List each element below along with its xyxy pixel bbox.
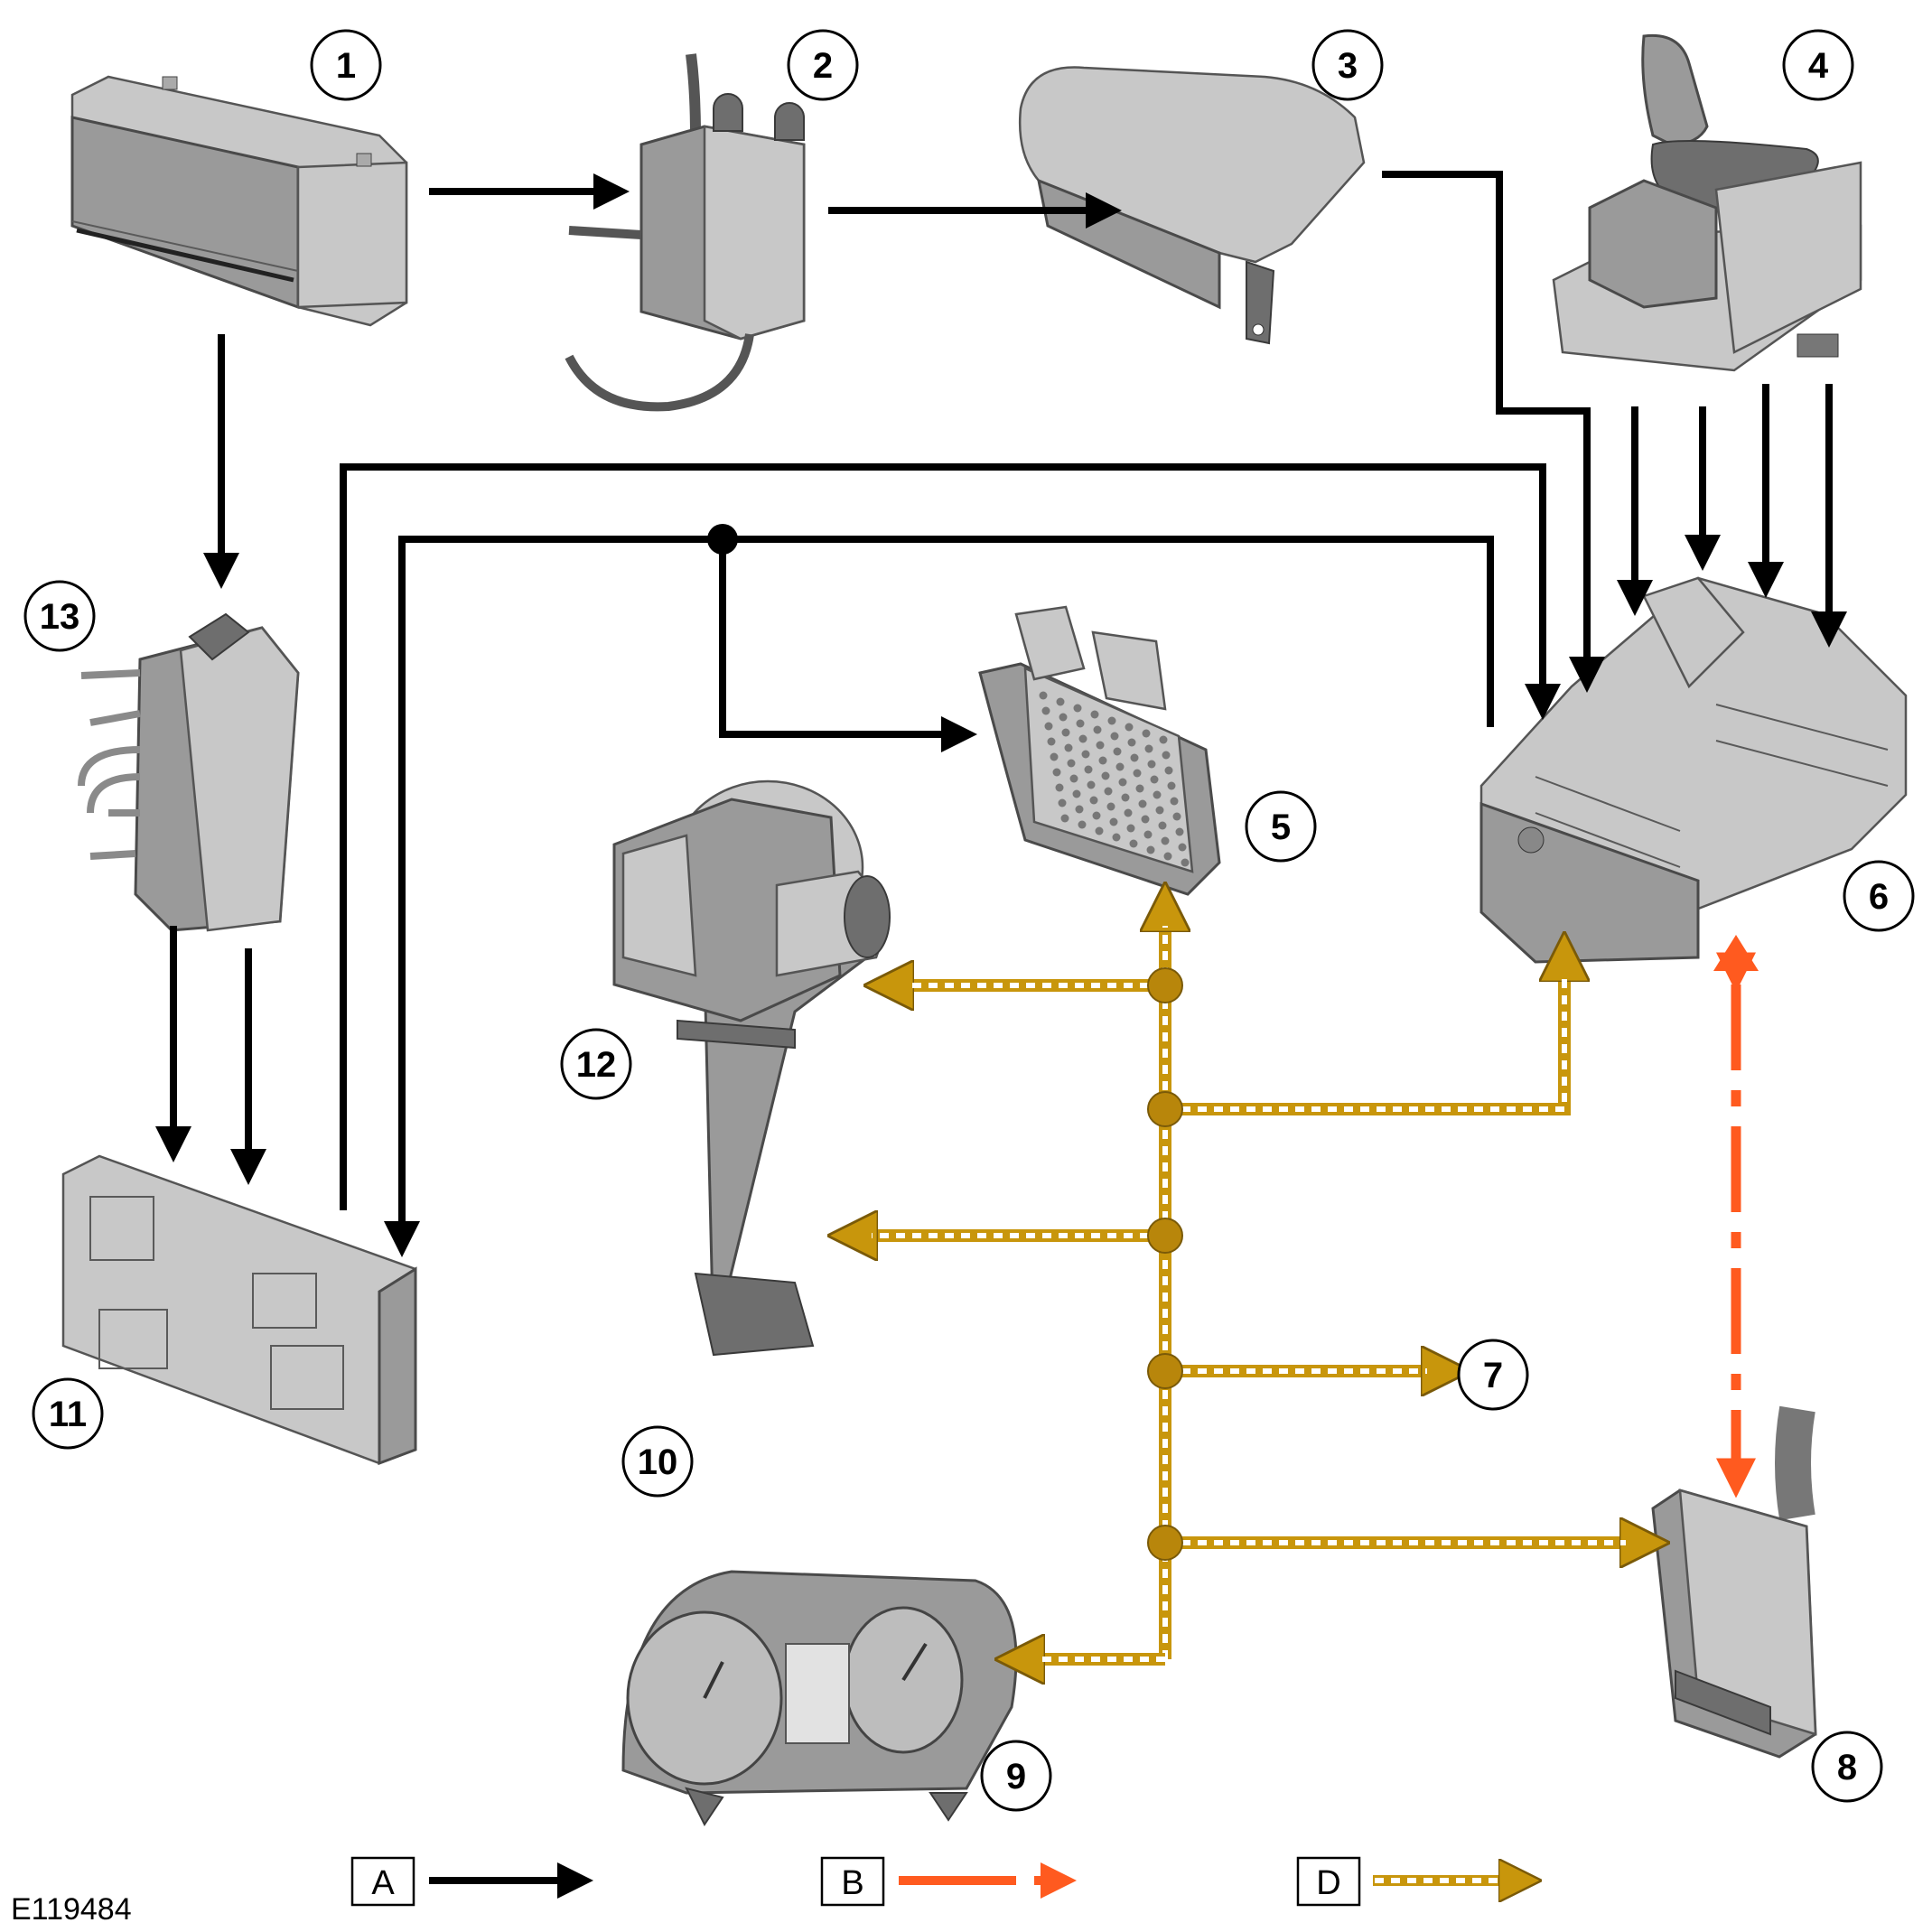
bus-node bbox=[1147, 1353, 1183, 1389]
callout-11: 11 bbox=[32, 1377, 104, 1450]
callout-circle bbox=[1457, 1339, 1529, 1411]
wire-6-to-11 bbox=[384, 536, 1494, 1257]
callout-10: 10 bbox=[621, 1425, 694, 1498]
link-6-to-8 bbox=[1713, 935, 1759, 1498]
callout-number: 3 bbox=[1338, 46, 1358, 86]
wire-junction-dot bbox=[707, 524, 738, 555]
bus-node bbox=[1147, 967, 1183, 1003]
gear-selector-icon bbox=[1552, 33, 1862, 372]
callout-number: 4 bbox=[1808, 46, 1829, 86]
callout-number: 8 bbox=[1837, 1748, 1857, 1787]
legend-key-box bbox=[350, 1856, 415, 1907]
callout-number: 10 bbox=[638, 1442, 678, 1482]
callout-circle bbox=[560, 1028, 632, 1100]
callout-number: 1 bbox=[336, 46, 356, 86]
callout-circle bbox=[980, 1740, 1052, 1812]
callout-circle bbox=[310, 29, 382, 101]
battery-icon bbox=[70, 75, 408, 327]
callout-8: 8 bbox=[1811, 1731, 1883, 1803]
callout-number: 11 bbox=[49, 1395, 87, 1434]
legend-key-box bbox=[820, 1856, 885, 1907]
fuse-relay-icon bbox=[565, 53, 806, 412]
callout-number: 9 bbox=[1006, 1757, 1026, 1797]
legend-item-d: D bbox=[1296, 1856, 1504, 1907]
control-module-icon bbox=[978, 605, 1221, 896]
callout-9: 9 bbox=[980, 1740, 1052, 1812]
callout-number: 7 bbox=[1483, 1356, 1503, 1395]
legend-key-label: A bbox=[371, 1864, 395, 1902]
callout-circle bbox=[1843, 860, 1915, 932]
callout-1: 1 bbox=[310, 29, 382, 101]
callout-circle bbox=[1245, 790, 1317, 863]
callout-number: 12 bbox=[576, 1045, 617, 1085]
legend-item-b: B bbox=[820, 1856, 1077, 1907]
reference-code: E119484 bbox=[11, 1892, 132, 1927]
callout-number: 2 bbox=[813, 46, 833, 86]
callout-6: 6 bbox=[1843, 860, 1915, 932]
callout-4: 4 bbox=[1782, 29, 1854, 101]
callout-number: 6 bbox=[1869, 877, 1889, 917]
link-6-to-8-arrow-up bbox=[1713, 935, 1759, 971]
callout-5: 5 bbox=[1245, 790, 1317, 863]
callout-13: 13 bbox=[23, 580, 96, 652]
callout-3: 3 bbox=[1311, 29, 1384, 101]
wire-11-to-6 bbox=[340, 463, 1561, 1210]
callout-circle bbox=[1811, 1731, 1883, 1803]
legend-key-label: D bbox=[1316, 1864, 1340, 1902]
legend-key-label: B bbox=[841, 1864, 863, 1902]
diagnostic-connector-icon bbox=[1651, 1405, 1817, 1759]
legend-item-a: A bbox=[350, 1856, 593, 1907]
wire-junction-to-5 bbox=[719, 539, 977, 752]
callout-12: 12 bbox=[560, 1028, 632, 1100]
bus-to-6 bbox=[1165, 975, 1567, 1115]
callout-circle bbox=[23, 580, 96, 652]
callout-circle bbox=[1311, 29, 1384, 101]
bus-to-6-dash bbox=[1165, 975, 1567, 1112]
callout-circle bbox=[32, 1377, 104, 1450]
bus-node bbox=[1147, 1091, 1183, 1127]
callout-circle bbox=[1782, 29, 1854, 101]
bus-to-6-line bbox=[1165, 975, 1564, 1115]
abs-module-icon bbox=[612, 798, 891, 1050]
fuse-box-icon bbox=[61, 1154, 417, 1466]
bus-node bbox=[1147, 1525, 1183, 1561]
callout-7: 7 bbox=[1457, 1339, 1529, 1411]
callout-number: 13 bbox=[40, 597, 80, 637]
callout-circle bbox=[787, 29, 859, 101]
callout-number: 5 bbox=[1271, 807, 1291, 847]
bus-node bbox=[1147, 1218, 1183, 1254]
power-distribution-icon bbox=[78, 612, 300, 932]
callout-circle bbox=[621, 1425, 694, 1498]
legend-key-box bbox=[1296, 1856, 1361, 1907]
junction-box-icon bbox=[1018, 66, 1366, 345]
legend: A B D bbox=[350, 1856, 1504, 1907]
callout-2: 2 bbox=[787, 29, 859, 101]
wire-3-to-6 bbox=[1382, 171, 1605, 693]
instrument-cluster-icon bbox=[621, 1570, 1018, 1826]
